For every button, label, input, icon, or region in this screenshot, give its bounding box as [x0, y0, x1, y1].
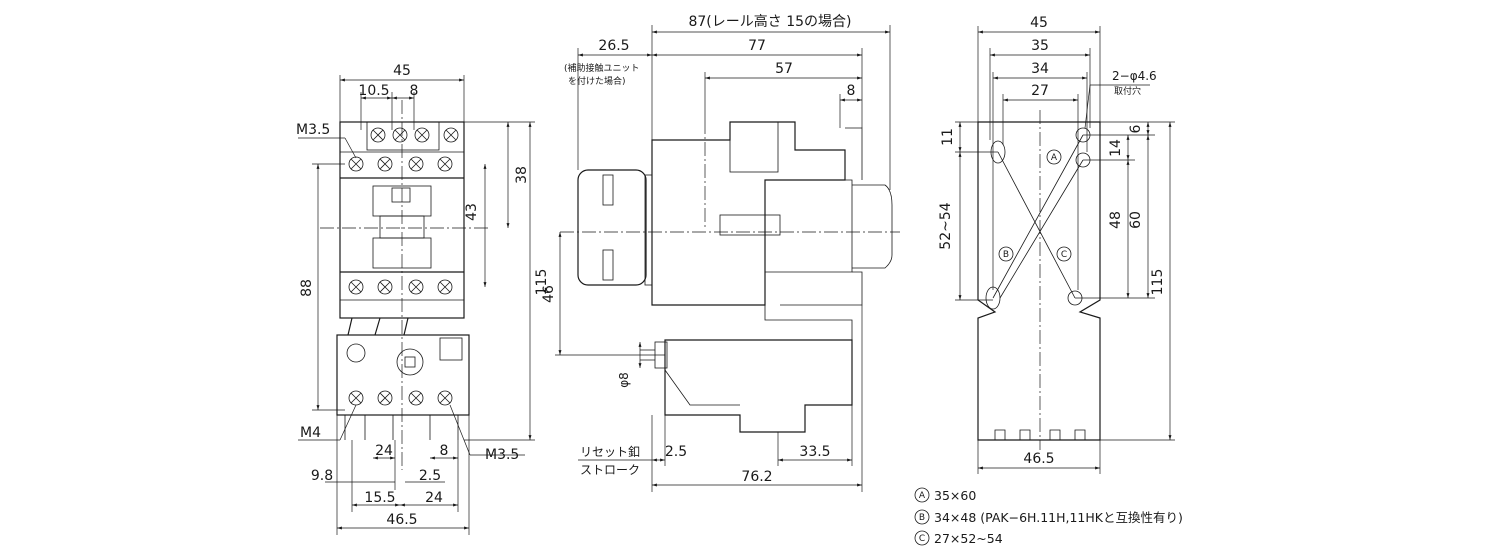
dim-10-5: 10.5 — [358, 83, 389, 99]
legend-text-c: 27×52~54 — [934, 531, 1003, 546]
screw-m4: M4 — [300, 425, 321, 441]
dim-34: 34 — [1031, 61, 1049, 77]
dim-6: 6 — [1128, 124, 1144, 133]
legend-item-a: A 35×60 — [914, 487, 976, 503]
thermal-overload-relay — [336, 317, 470, 440]
dim-2-5-front: 2.5 — [419, 468, 441, 484]
dim-48: 48 — [1108, 211, 1124, 229]
legend-mark-c: C — [919, 534, 925, 544]
legend-mark-a: A — [919, 491, 926, 501]
legend-text-b: 34×48 (PAK−6H.11H,11HKと互換性有り) — [934, 510, 1183, 525]
side-body — [577, 121, 893, 433]
dim-11: 11 — [940, 128, 956, 146]
dim-width-46-5: 46.5 — [386, 512, 417, 528]
mark-c: C — [1061, 250, 1067, 260]
legend-mark-b: B — [919, 513, 925, 523]
mount-dimensions — [955, 26, 1175, 474]
dim-57: 57 — [775, 61, 793, 77]
dim-8-side: 8 — [847, 83, 856, 99]
front-view: 45 10.5 8 M3.5 38 43 88 115 M4 M3.5 24 8… — [296, 63, 550, 535]
dim-33-5: 33.5 — [799, 444, 830, 460]
dim-24-a: 24 — [375, 443, 393, 459]
dim-26-5: 26.5 — [598, 38, 629, 54]
dim-77: 77 — [748, 38, 766, 54]
dim-52-54: 52~54 — [938, 202, 954, 249]
dim-38: 38 — [514, 166, 530, 184]
aux-unit-note-1: (補助接触ユニット — [564, 62, 640, 74]
dim-9-8: 9.8 — [311, 468, 333, 484]
bottom-terminals — [348, 279, 453, 295]
dim-45-mount: 45 — [1030, 15, 1048, 31]
legend: A 35×60 B 34×48 (PAK−6H.11H,11HKと互換性有り) … — [914, 487, 1183, 546]
side-dimensions — [555, 25, 891, 492]
mark-b: B — [1003, 250, 1009, 260]
dim-35: 35 — [1031, 38, 1049, 54]
dim-46: 46 — [541, 285, 557, 303]
legend-text-a: 35×60 — [934, 488, 976, 503]
mounting-view: 45 35 34 27 2−φ4.6 取付穴 11 6 14 52~54 48 … — [938, 15, 1175, 474]
mount-body — [977, 121, 1101, 441]
dim-43: 43 — [464, 203, 480, 221]
dim-115-front: 115 — [534, 269, 550, 296]
screw-m35-bottom: M3.5 — [485, 447, 519, 463]
hole-spec: 2−φ4.6 — [1112, 69, 1157, 83]
dim-14: 14 — [1108, 139, 1124, 157]
mark-a: A — [1051, 153, 1058, 163]
dim-24-b: 24 — [425, 490, 443, 506]
hole-label: 取付穴 — [1114, 85, 1141, 97]
reset-label-2: ストローク — [580, 463, 640, 477]
screw-m35-top: M3.5 — [296, 122, 330, 138]
dim-15-5: 15.5 — [364, 490, 395, 506]
dim-87: 87(レール高さ 15の場合) — [688, 13, 851, 30]
dim-27: 27 — [1031, 83, 1049, 99]
dim-46-5-mount: 46.5 — [1023, 451, 1054, 467]
front-dimensions — [298, 75, 535, 535]
dim-76-2: 76.2 — [741, 469, 772, 485]
dim-115-mount: 115 — [1150, 269, 1166, 296]
dim-width-45: 45 — [393, 63, 411, 79]
dim-8-top: 8 — [410, 83, 419, 99]
dim-8-bottom: 8 — [440, 443, 449, 459]
dim-60: 60 — [1128, 211, 1144, 229]
dim-88: 88 — [299, 279, 315, 297]
top-terminals — [348, 127, 459, 172]
legend-item-c: C 27×52~54 — [914, 530, 1003, 546]
dim-phi8: φ8 — [617, 372, 631, 388]
legend-item-b: B 34×48 (PAK−6H.11H,11HKと互換性有り) — [914, 509, 1183, 525]
aux-unit-note-2: を付けた場合) — [568, 75, 626, 87]
reset-label-1: リセット釦 — [580, 444, 640, 459]
dim-2-5-side: 2.5 — [665, 444, 687, 460]
side-view: 87(レール高さ 15の場合) 26.5 (補助接触ユニット を付けた場合) 7… — [541, 13, 900, 492]
